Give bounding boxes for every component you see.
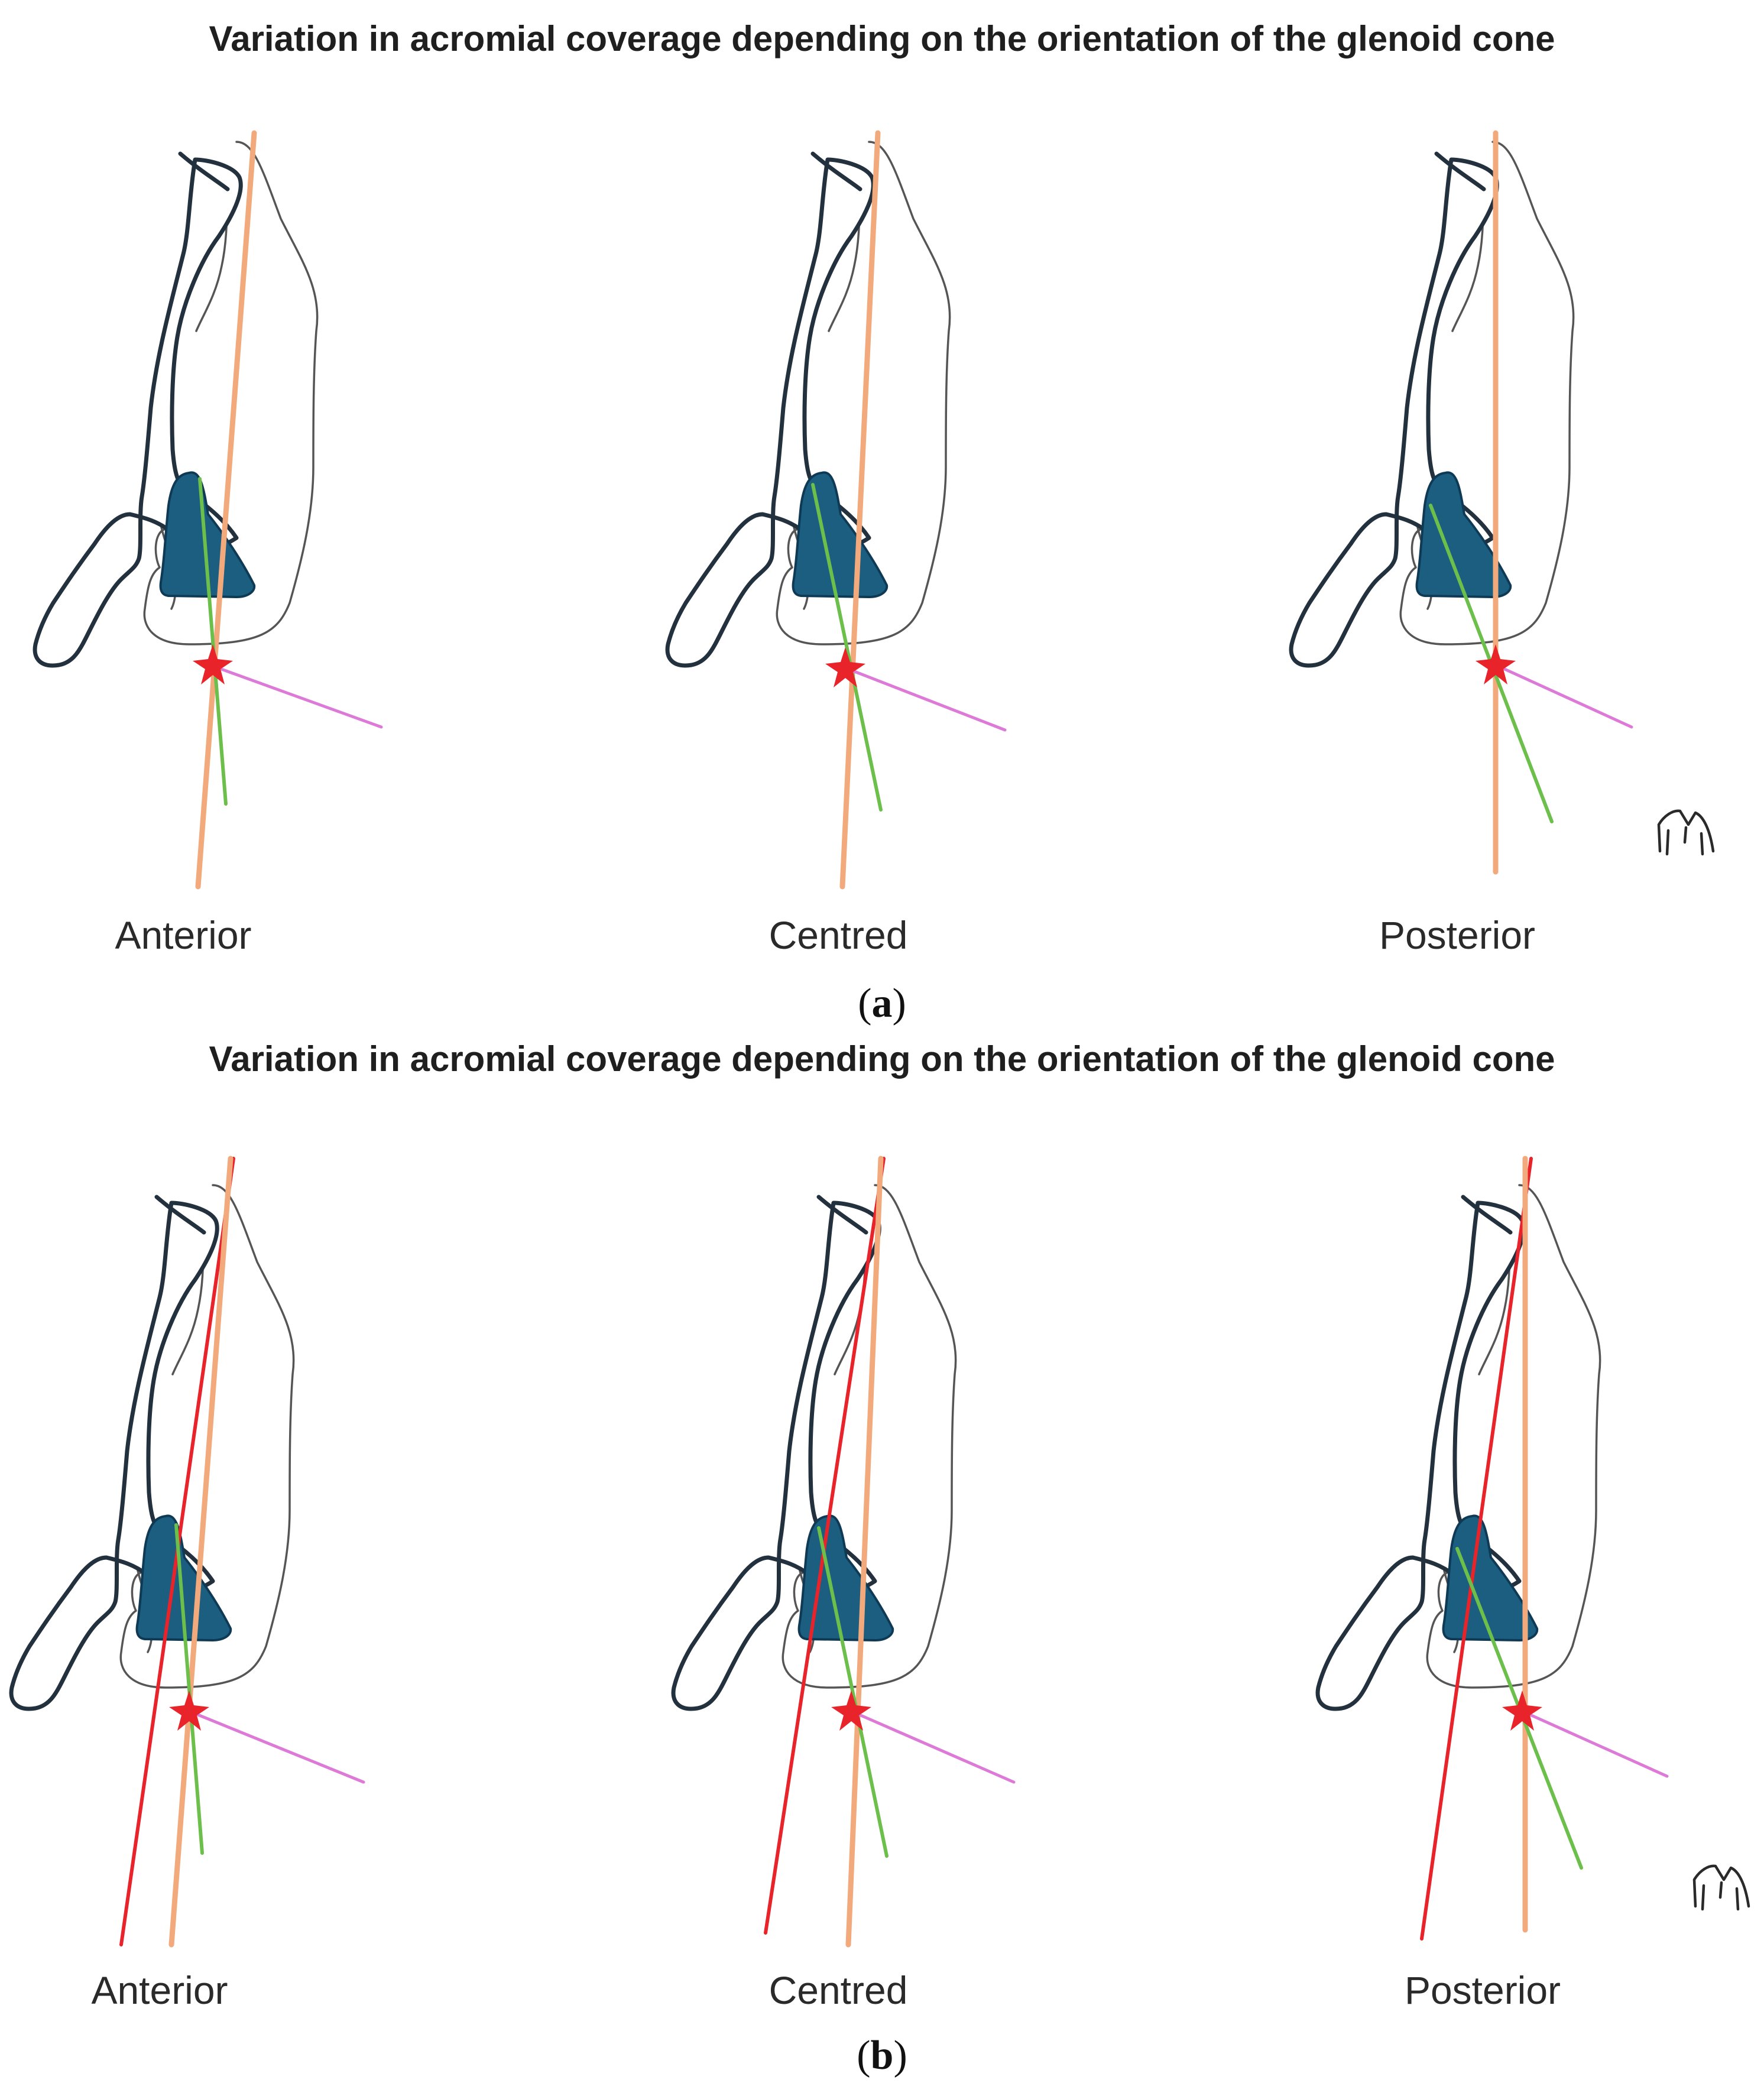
orange-axis-line <box>168 1156 234 1948</box>
glenoid-cavity <box>792 471 889 598</box>
center-star-icon <box>169 1691 209 1731</box>
author-signature-icon <box>1692 1864 1750 1911</box>
position-label-centred: Centred <box>769 1968 908 2012</box>
panel-b-title: Variation in acromial coverage depending… <box>209 1039 1555 1079</box>
pink-line <box>849 1709 1016 1784</box>
green-axis-line <box>174 1523 204 1855</box>
panel-b: Variation in acromial coverage depending… <box>11 1039 1750 2078</box>
pink-line <box>208 663 383 729</box>
orange-axis-line <box>845 1156 884 1948</box>
position-label-posterior: Posterior <box>1379 913 1535 957</box>
pink-line <box>1520 1709 1669 1778</box>
center-star-icon <box>825 647 865 687</box>
panel-b-diagram-centred <box>673 1156 1016 1948</box>
position-label-centred: Centred <box>769 913 908 957</box>
position-label-posterior: Posterior <box>1405 1968 1561 2012</box>
panel-b-diagram-anterior <box>11 1156 365 1948</box>
center-star-icon <box>193 644 233 684</box>
panel-a-diagram-centred <box>667 130 1007 890</box>
position-label-anterior: Anterior <box>115 913 251 957</box>
pink-line <box>1494 663 1633 729</box>
panel-b-diagram-posterior <box>1318 1156 1669 1941</box>
panel-a-diagram-anterior <box>35 130 383 890</box>
orange-axis-line <box>195 130 257 890</box>
orange-axis-line <box>839 130 881 890</box>
red-axis-line <box>1420 1157 1533 1941</box>
green-axis-line <box>811 483 883 812</box>
green-axis-line <box>198 477 228 806</box>
author-signature-icon <box>1657 809 1715 856</box>
center-star-icon <box>831 1691 871 1731</box>
panel-a: Variation in acromial coverage depending… <box>35 19 1715 1026</box>
green-axis-line <box>817 1526 889 1858</box>
pink-line <box>844 666 1007 732</box>
panel-a-diagram-posterior <box>1291 130 1633 875</box>
position-label-anterior: Anterior <box>91 1968 228 2012</box>
panel-a-sublabel: (a) <box>858 981 906 1026</box>
panel-b-sublabel: (b) <box>857 2033 907 2078</box>
red-axis-line <box>764 1157 886 1935</box>
panel-a-title: Variation in acromial coverage depending… <box>209 19 1555 59</box>
pink-line <box>187 1709 365 1784</box>
center-star-icon <box>1502 1691 1542 1731</box>
center-star-icon <box>1476 644 1516 684</box>
